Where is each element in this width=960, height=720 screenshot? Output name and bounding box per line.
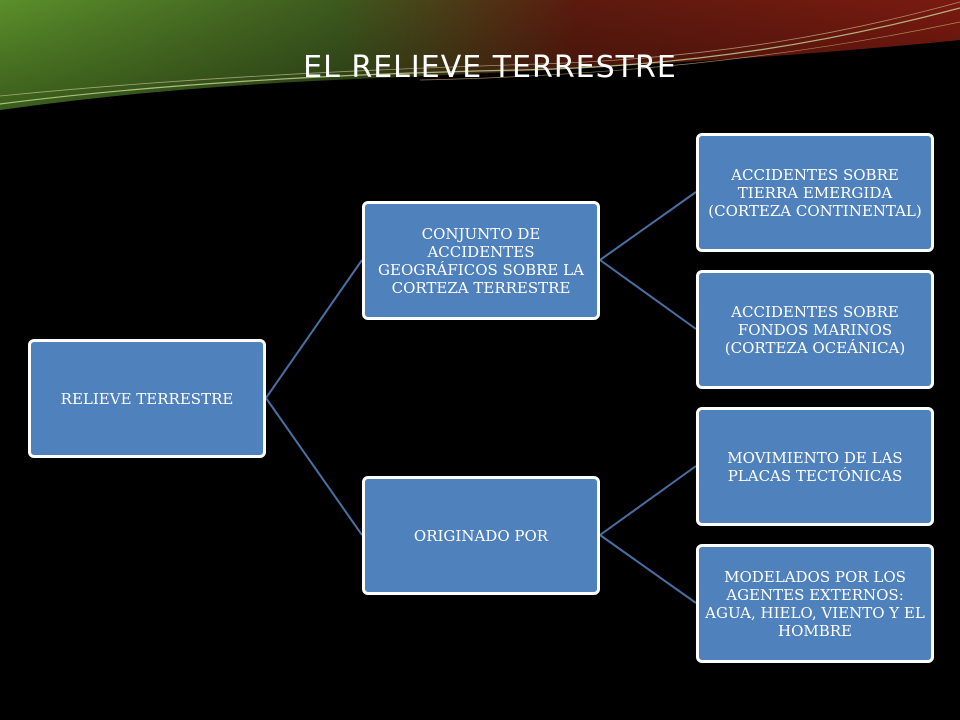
node-relieve-terrestre: RELIEVE TERRESTRE <box>28 339 266 458</box>
connector-origin-to-external-agents <box>599 534 697 604</box>
node-corteza-oceanica: ACCIDENTES SOBRE FONDOS MARINOS (CORTEZA… <box>696 270 934 389</box>
connector-definition-to-oceanic <box>599 259 697 330</box>
connector-origin-to-tectonic <box>599 465 697 536</box>
node-originado-por: ORIGINADO POR <box>362 476 600 595</box>
node-corteza-continental: ACCIDENTES SOBRE TIERRA EMERGIDA (CORTEZ… <box>696 133 934 252</box>
slide-title: EL RELIEVE TERRESTRE <box>303 50 677 85</box>
node-placas-tectonicas: MOVIMIENTO DE LAS PLACAS TECTÓNICAS <box>696 407 934 526</box>
connector-definition-to-continental <box>599 191 697 261</box>
connector-root-to-definition <box>265 259 363 399</box>
decorative-banner <box>0 0 960 110</box>
connector-root-to-origin <box>265 397 363 536</box>
node-agentes-externos: MODELADOS POR LOS AGENTES EXTERNOS: AGUA… <box>696 544 934 663</box>
node-definition: CONJUNTO DE ACCIDENTES GEOGRÁFICOS SOBRE… <box>362 201 600 320</box>
